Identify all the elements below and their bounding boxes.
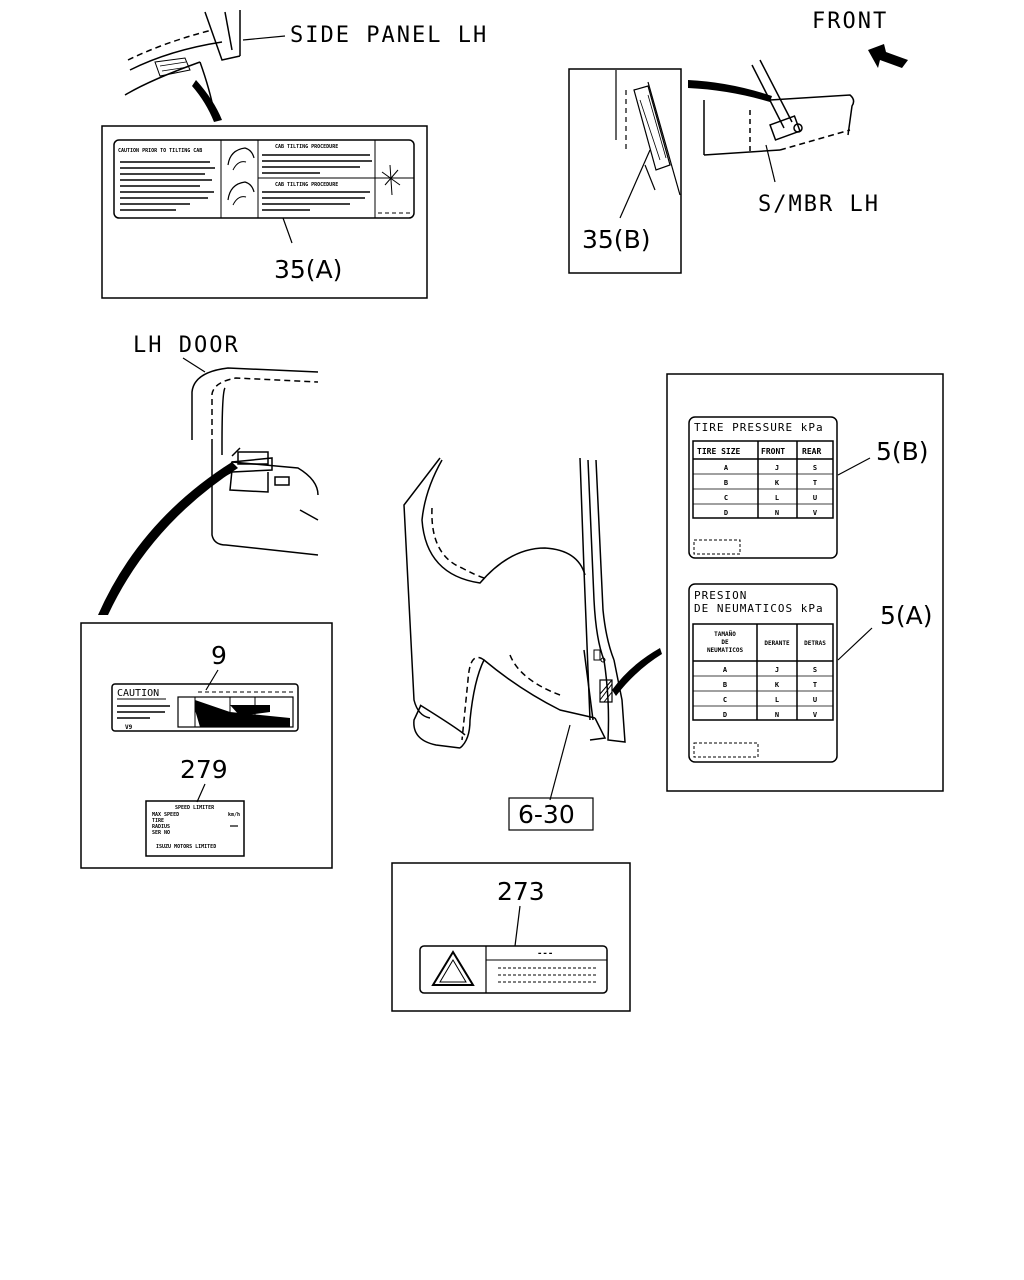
label-5b-cell: D: [724, 509, 728, 517]
label-35a-right-title-2: CAB TILTING PROCEDURE: [275, 182, 338, 188]
label-273-sticker: ---: [419, 945, 608, 994]
lh-door-callout: LH DOOR: [133, 333, 240, 358]
front-callout: FRONT: [812, 9, 888, 34]
label-279-line5: SER NO: [152, 830, 170, 836]
part-630-box: [508, 797, 594, 831]
part-35b: 35(B): [582, 225, 650, 254]
label-279-line4: RADIUS: [152, 824, 170, 830]
side-panel-leader-arrow: [192, 80, 222, 122]
label-279-line2: MAX SPEED: [152, 812, 179, 818]
label-5a-title-1: PRESION: [694, 589, 747, 602]
label-5a-cell: B: [723, 681, 727, 689]
part-9: 9: [211, 641, 227, 670]
label-5a-header-size-1: TAMAÑO: [714, 631, 736, 638]
door-leader-arrow: [612, 648, 662, 696]
smbr-sketch: [687, 59, 855, 156]
warning-triangle-icon: [431, 950, 475, 986]
label-5b-cell: A: [724, 464, 729, 472]
label-5-frame: [666, 373, 944, 792]
label-5a-cell: L: [775, 696, 779, 704]
label-35a-left-title: CAUTION PRIOR TO TILTING CAB: [118, 148, 202, 154]
label-35b-frame: [568, 68, 682, 274]
label-5b-sticker: TIRE PRESSURE kPa TIRE SIZE FRONT REAR A…: [688, 416, 838, 559]
label-35a-sticker: CAUTION PRIOR TO TILTING CAB CAB TILTING…: [113, 139, 415, 219]
lh-door-sketch: [191, 367, 319, 556]
part-5b: 5(B): [876, 437, 929, 466]
label-9-279-frame: [80, 622, 333, 869]
side-panel-callout: SIDE PANEL LH: [290, 23, 488, 48]
part-279: 279: [180, 755, 228, 784]
label-5a-cell: U: [813, 696, 817, 704]
label-9-title: CAUTION: [117, 688, 159, 699]
label-35a-frame: [101, 125, 428, 299]
label-5a-header-front: DERANTE: [764, 640, 790, 647]
door-label-sticker: [599, 679, 613, 703]
label-5a-title-2: DE NEUMATICOS kPa: [694, 602, 824, 615]
label-5b-cell: N: [775, 509, 779, 517]
smbr-callout: S/MBR LH: [758, 192, 880, 217]
part-35a: 35(A): [274, 255, 342, 284]
smbr-leader-arrow: [688, 80, 772, 102]
label-5b-header-size: TIRE SIZE: [697, 447, 741, 456]
part-5a: 5(A): [880, 601, 933, 630]
label-5b-cell: C: [724, 494, 728, 502]
label-5a-cell: S: [813, 666, 817, 674]
label-273-header: ---: [537, 949, 553, 959]
label-5b-header-front: FRONT: [761, 447, 785, 456]
label-5a-sticker: PRESION DE NEUMATICOS kPa TAMAÑO DE NEUM…: [688, 583, 838, 763]
label-5a-cell: K: [775, 681, 780, 689]
label-279-line3: TIRE: [152, 818, 164, 824]
label-35b-sketch: [615, 70, 681, 196]
lh-door-leader-arrow: [98, 462, 238, 615]
label-5b-title: TIRE PRESSURE kPa: [694, 421, 824, 434]
label-279-sticker: SPEED LIMITER MAX SPEED km/h TIRE RADIUS…: [145, 800, 245, 857]
label-9-sticker: CAUTION V9: [111, 683, 299, 732]
label-279-line1: SPEED LIMITER: [175, 805, 215, 811]
part-273: 273: [497, 877, 545, 906]
side-panel-sketch: [124, 10, 241, 113]
label-5b-cell: T: [813, 479, 817, 487]
label-5a-header-rear: DETRAS: [804, 640, 826, 647]
label-5a-cell: V: [813, 711, 818, 719]
label-5a-header-size-2: DE: [721, 639, 729, 646]
label-5b-header-rear: REAR: [802, 447, 821, 456]
label-5a-header-size-3: NEUMATICOS: [707, 647, 744, 654]
front-arrow-icon: [868, 44, 908, 68]
label-5a-cell: N: [775, 711, 779, 719]
label-5a-cell: C: [723, 696, 727, 704]
label-5a-cell: D: [723, 711, 727, 719]
label-5b-cell: L: [775, 494, 779, 502]
label-5b-cell: J: [775, 464, 779, 472]
label-5b-cell: U: [813, 494, 817, 502]
label-9-code: V9: [125, 724, 133, 731]
part-630: 6-30: [518, 800, 575, 829]
label-5b-cell: B: [724, 479, 728, 487]
label-273-frame: [391, 862, 631, 1012]
label-5b-cell: S: [813, 464, 817, 472]
door-body-sketch: [403, 457, 626, 749]
label-5a-cell: J: [775, 666, 779, 674]
label-5a-cell: T: [813, 681, 817, 689]
label-5a-cell: A: [723, 666, 728, 674]
label-5b-cell: V: [813, 509, 818, 517]
label-35a-right-title-1: CAB TILTING PROCEDURE: [275, 144, 338, 150]
label-279-footer: ISUZU MOTORS LIMITED: [156, 844, 216, 850]
label-279-unit: km/h: [228, 812, 240, 818]
label-5b-cell: K: [775, 479, 780, 487]
